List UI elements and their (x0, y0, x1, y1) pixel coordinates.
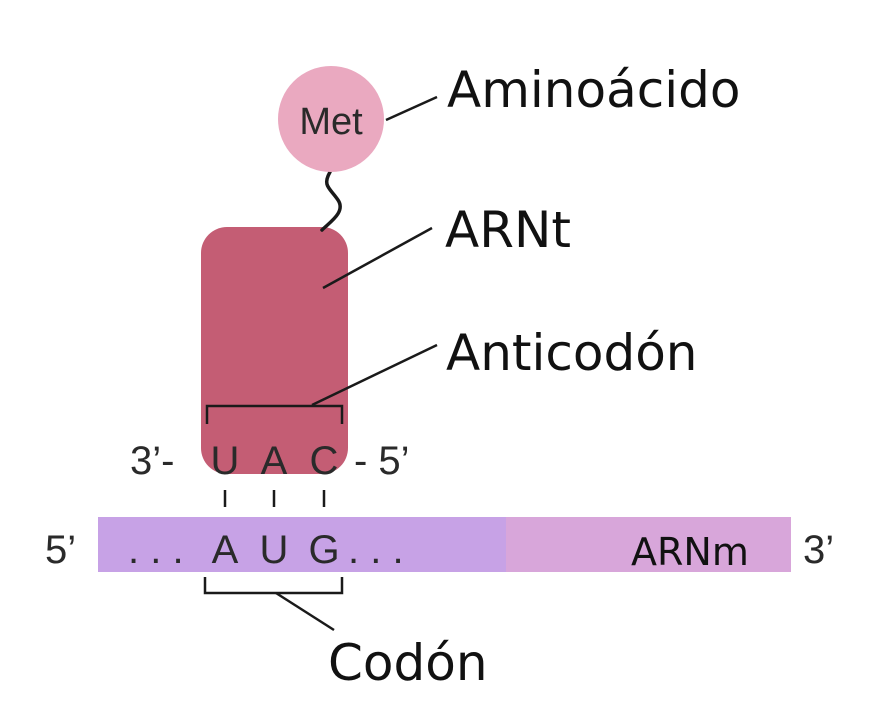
codon-bracket (203, 577, 344, 595)
amino-acid-circle (278, 66, 384, 172)
codon-pointer (275, 591, 335, 632)
codon-label: Codón (328, 634, 488, 692)
mrna-label: ARNm (631, 530, 749, 574)
anticodon-base-2: A (261, 439, 288, 483)
amino-acid-linker (320, 170, 342, 232)
anticodon-left-end: 3’- (130, 439, 174, 483)
mrna-right-end: 3’ (803, 528, 834, 572)
trna-body (201, 227, 348, 474)
amino-acid-pointer (385, 95, 438, 122)
trna-pointer (322, 226, 433, 290)
anticodon-base-3: C (310, 439, 339, 483)
mrna-left-end: 5’ (45, 528, 76, 572)
mrna-base-2: U (260, 528, 289, 572)
mrna-base-1: A (212, 528, 239, 572)
anticodon-label: Anticodón (446, 324, 698, 382)
mrna-base-3: G (308, 528, 339, 572)
amino-acid-symbol: Met (299, 101, 363, 143)
mrna-trailing-dots: . . . (348, 528, 404, 572)
amino-acid-label: Aminoácido (447, 61, 740, 119)
anticodon-bracket (205, 404, 344, 424)
anticodon-right-end: - 5’ (354, 439, 410, 483)
mrna-strand-right (506, 517, 791, 572)
mrna-strand-left (98, 517, 506, 572)
mrna-leading-dots: . . . (128, 528, 184, 572)
trna-label: ARNt (445, 201, 571, 259)
anticodon-pointer (311, 343, 438, 407)
anticodon-base-1: U (211, 439, 240, 483)
